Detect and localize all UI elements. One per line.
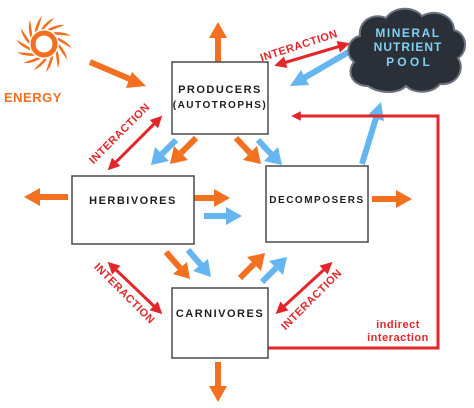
arrow-producers-to-decomposers bbox=[233, 135, 253, 156]
sun-ray bbox=[28, 19, 33, 38]
carnivores-box: CARNIVORES bbox=[171, 287, 269, 359]
producers-box: PRODUCERS (AUTOTROPHS) bbox=[171, 61, 269, 135]
producers-label: PRODUCERS bbox=[178, 84, 262, 96]
sun-ray bbox=[57, 37, 72, 49]
indirect-interaction-arrow bbox=[268, 111, 440, 350]
sun-ray bbox=[23, 57, 41, 64]
arrow-producers-to-decomposers-head bbox=[243, 146, 261, 164]
arrow-producers-to-decomposers-blue-head bbox=[264, 147, 282, 165]
sun-ray bbox=[53, 32, 71, 36]
pool-label-line3: P O O L bbox=[386, 55, 430, 69]
sun-ray bbox=[47, 24, 65, 31]
energy-flow-arrows bbox=[24, 22, 412, 402]
herbivores-label: HERBIVORES bbox=[89, 195, 177, 207]
cloud-icon: MINERAL NUTRIENT P O O L bbox=[347, 7, 466, 93]
decomposers-box: DECOMPOSERS bbox=[265, 165, 369, 243]
carnivores-label: CARNIVORES bbox=[176, 308, 264, 320]
interaction-arrow-pool-producers bbox=[274, 40, 350, 69]
herbivores-box: HERBIVORES bbox=[71, 175, 195, 245]
arrow-herbivores-left-head bbox=[24, 188, 40, 206]
arrow-producers-to-decomposers-blue bbox=[255, 137, 274, 157]
interaction-arrows bbox=[107, 40, 440, 350]
sun-ray bbox=[33, 58, 48, 70]
arrow-sun-to-producers-head bbox=[126, 72, 146, 88]
interaction-arrow-producers-herbivores bbox=[107, 115, 163, 171]
arrow-herbivores-to-carnivores-head bbox=[173, 262, 190, 279]
arrow-carnivores-to-decomposers-head bbox=[247, 253, 265, 271]
mineral-nutrient-pool-cloud bbox=[347, 7, 466, 93]
indirect-label-line2: interaction bbox=[367, 332, 429, 344]
sun-ray bbox=[40, 18, 55, 30]
arrow-producers-up-head bbox=[209, 22, 227, 38]
arrow-herbivores-to-carnivores-blue-head bbox=[193, 259, 211, 277]
arrow-herbivores-to-decomposers-head bbox=[214, 189, 230, 207]
arrow-pool-to-producers-head bbox=[290, 70, 309, 86]
sun-ray bbox=[58, 44, 68, 60]
decomposers-label: DECOMPOSERS bbox=[269, 195, 364, 206]
energy-label: ENERGY bbox=[4, 90, 62, 105]
sun-icon bbox=[16, 16, 72, 72]
indirect-label-line1: indirect bbox=[376, 319, 420, 331]
producers-sublabel: (AUTOTROPHS) bbox=[173, 100, 267, 111]
arrow-decomposers-to-pool-head bbox=[367, 102, 384, 121]
sun-ray bbox=[16, 39, 31, 51]
pool-label-line1: MINERAL bbox=[375, 26, 440, 40]
arrow-producers-to-herbivores-head bbox=[170, 146, 188, 164]
sun-ray bbox=[34, 16, 42, 33]
interaction-arrow-decomposers-carnivores bbox=[275, 261, 333, 315]
sun-ray bbox=[17, 52, 35, 56]
arrow-sun-to-producers bbox=[88, 59, 134, 83]
arrow-carnivores-to-decomposers bbox=[237, 261, 257, 281]
arrow-decomposers-to-pool bbox=[359, 117, 379, 165]
interaction-label-bottom-left: INTERACTION bbox=[91, 261, 157, 327]
arrow-carnivores-to-decomposers-blue bbox=[259, 265, 279, 285]
arrow-producers-to-herbivores-blue bbox=[159, 137, 179, 157]
sun-ray bbox=[55, 50, 60, 69]
arrow-producers-to-herbivores bbox=[178, 135, 199, 156]
sun-ray bbox=[20, 28, 30, 44]
arrow-herbivores-to-carnivores bbox=[163, 250, 183, 270]
arrow-carnivores-down-head bbox=[209, 386, 227, 402]
interaction-arrow-herbivores-carnivores bbox=[107, 261, 163, 315]
arrow-herbivores-to-carnivores-blue bbox=[185, 248, 204, 267]
arrow-decomposers-right-head bbox=[396, 190, 412, 208]
arrow-herbivores-to-decomposers-blue-head bbox=[226, 207, 242, 225]
pool-label-line2: NUTRIENT bbox=[374, 40, 443, 54]
sun-ray bbox=[46, 55, 54, 72]
